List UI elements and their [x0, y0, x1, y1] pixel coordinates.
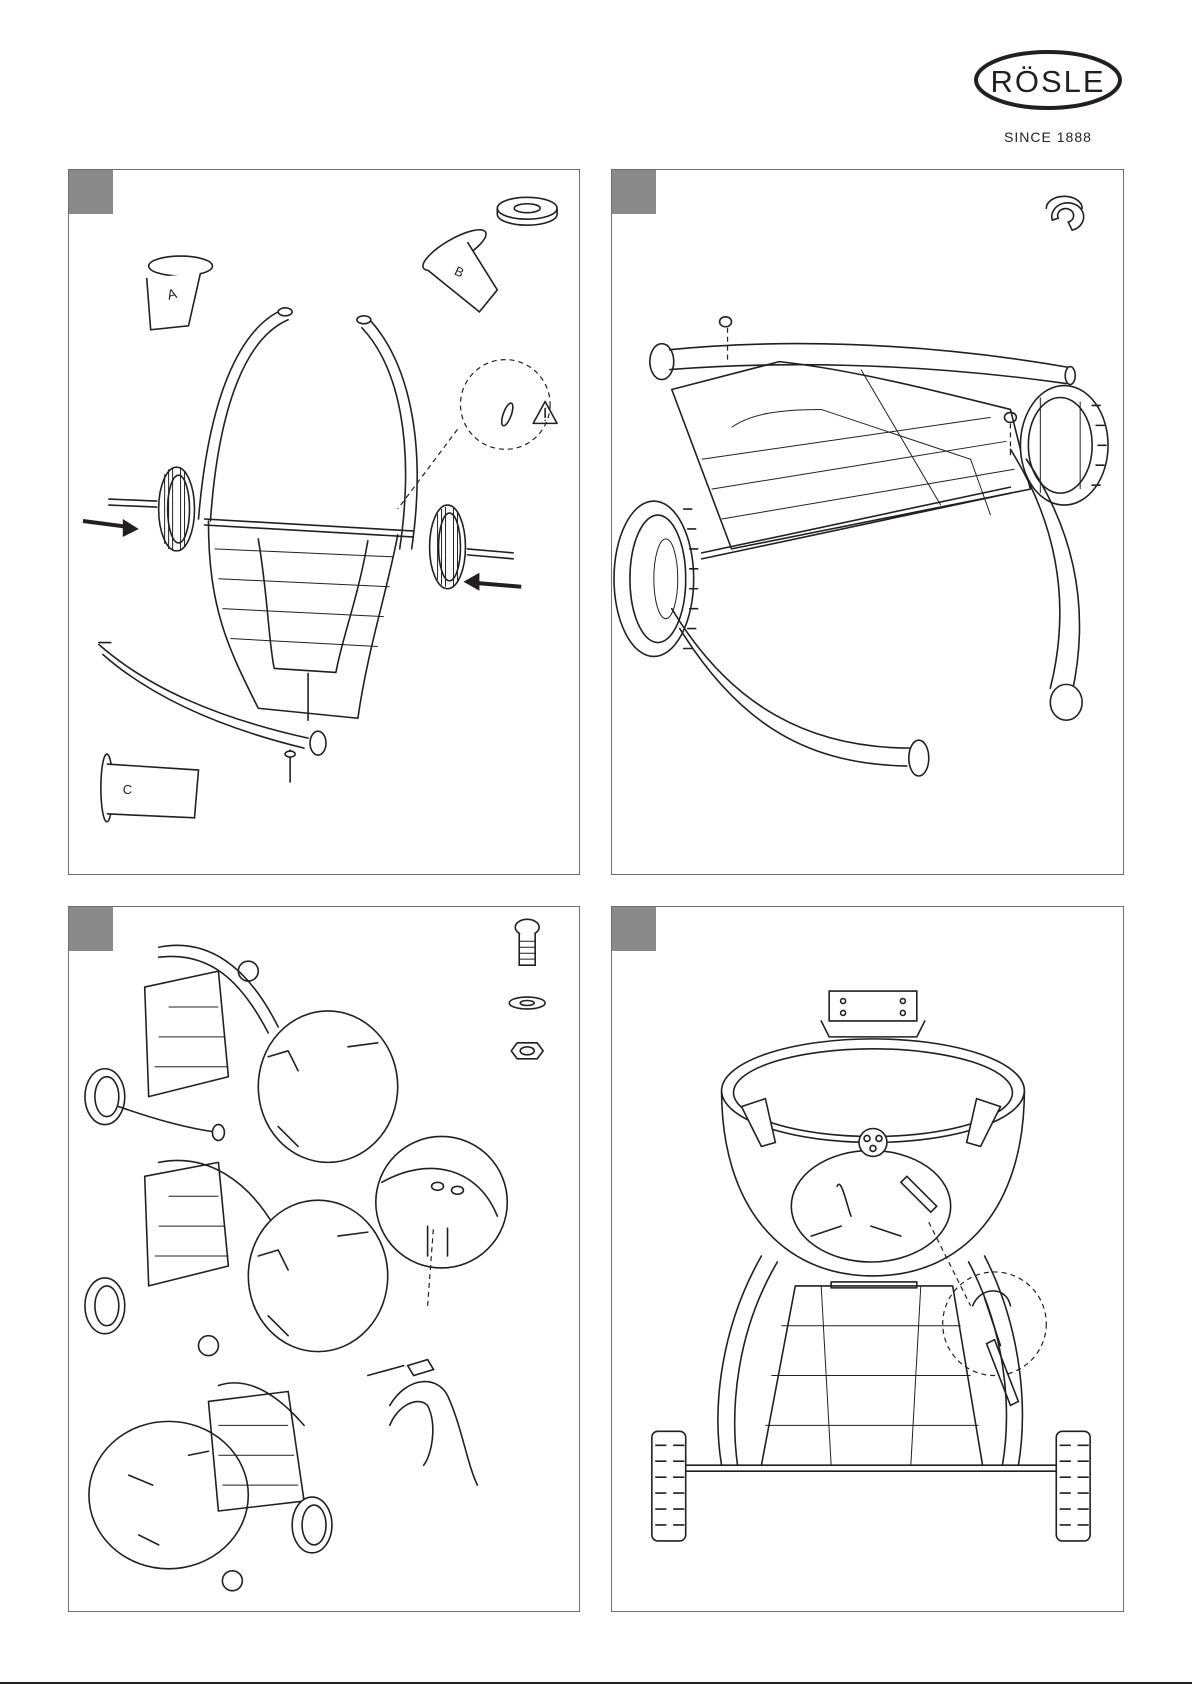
sub-figure-bottom	[89, 1383, 332, 1591]
wheel-left	[159, 467, 195, 551]
brand-logo: RÖSLE SINCE 1888	[972, 50, 1124, 150]
assembly-illustration-2	[612, 170, 1123, 874]
warning-icon	[533, 401, 557, 423]
wheel-right	[1056, 1431, 1090, 1541]
wheel-front	[614, 501, 698, 656]
clip-icon	[1046, 196, 1083, 230]
panel-step-1: A B	[68, 169, 580, 875]
panel-step-4	[611, 906, 1124, 1612]
sub-figure-middle	[85, 1160, 388, 1355]
nut-icon	[511, 1043, 543, 1059]
page-bottom-rule	[0, 1682, 1192, 1684]
panel-step-3	[68, 906, 580, 1612]
assembly-illustration-4	[612, 907, 1123, 1611]
washer-icon	[509, 997, 545, 1009]
hand-tightening-illustration	[368, 1360, 478, 1486]
detail-callout-circle	[460, 360, 550, 450]
panel-step-2	[611, 169, 1124, 875]
assembly-illustration-3	[69, 907, 579, 1611]
wheel-back	[1020, 386, 1108, 506]
wheel-right	[430, 505, 466, 589]
washer-icon	[497, 197, 557, 225]
sleeve-part-c: C	[101, 754, 199, 822]
part-label-c: C	[123, 782, 132, 797]
sleeve-part-b: B	[418, 223, 497, 312]
sub-figure-top	[85, 945, 398, 1162]
detail-callout-circle	[376, 1136, 507, 1267]
assembly-illustration-1: A B	[69, 170, 579, 874]
wheel-left	[652, 1431, 686, 1541]
screwdriver-icon	[973, 1291, 1019, 1406]
brand-name: RÖSLE	[990, 64, 1105, 99]
bolt-icon	[515, 919, 539, 965]
sleeve-part-a: A	[147, 256, 213, 330]
brand-since: SINCE 1888	[1004, 129, 1092, 145]
